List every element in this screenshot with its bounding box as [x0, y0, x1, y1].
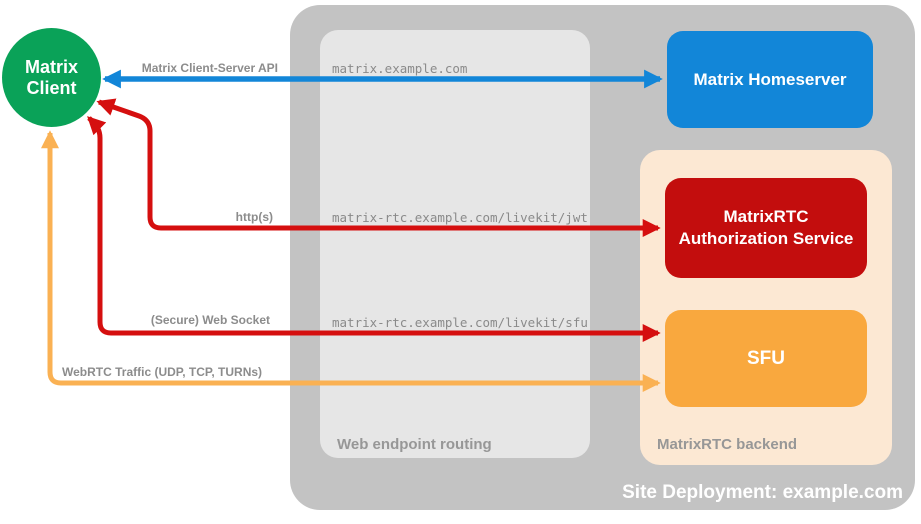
node-matrix-homeserver: Matrix Homeserver	[667, 31, 873, 128]
endpoint-matrix-example-com: matrix.example.com	[332, 61, 468, 76]
node-sfu: SFU	[665, 310, 867, 407]
endpoint-livekit-jwt: matrix-rtc.example.com/livekit/jwt	[332, 210, 588, 225]
arrow-label-https: http(s)	[235, 210, 273, 224]
web-endpoint-routing-box	[320, 30, 590, 458]
node-matrixrtc-authorization-service: MatrixRTC Authorization Service	[665, 178, 867, 278]
arrow-label-client-server-api: Matrix Client-Server API	[141, 61, 278, 75]
matrixrtc-backend-caption: MatrixRTC backend	[657, 436, 798, 453]
arrow-label-web-socket: (Secure) Web Socket	[150, 313, 270, 327]
node-matrix-client: Matrix Client	[2, 28, 101, 127]
node-matrix-client-label: Matrix Client	[24, 56, 78, 98]
endpoint-livekit-sfu: matrix-rtc.example.com/livekit/sfu	[332, 315, 588, 330]
node-sfu-label: SFU	[747, 347, 785, 369]
node-matrix-homeserver-label: Matrix Homeserver	[693, 69, 847, 89]
node-matrixrtc-authorization-service-label: MatrixRTC Authorization Service	[678, 207, 854, 248]
site-deployment-title: Site Deployment: example.com	[622, 482, 903, 503]
arrow-label-webrtc-traffic: WebRTC Traffic (UDP, TCP, TURNs)	[62, 365, 263, 379]
web-endpoint-routing-caption: Web endpoint routing	[337, 436, 492, 453]
